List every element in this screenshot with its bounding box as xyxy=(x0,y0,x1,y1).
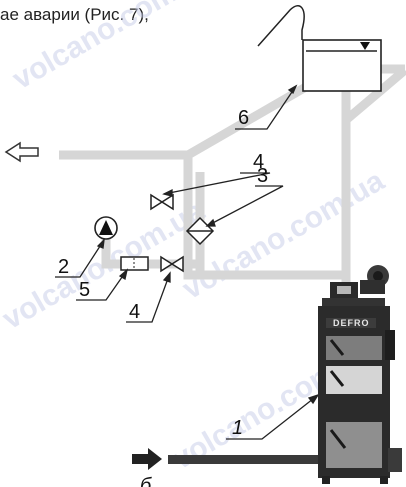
tank-vent-pipe xyxy=(257,5,305,47)
leader-line-2 xyxy=(55,239,105,278)
watermark-text: volcano.com.ua xyxy=(7,0,220,96)
leader-line-1 xyxy=(226,394,319,440)
expansion-tank xyxy=(257,5,382,92)
valve-icon xyxy=(150,193,164,211)
boiler-unit: DEFRO xyxy=(318,265,402,484)
leader-line-4-bottom xyxy=(126,272,171,323)
label-5: 5 xyxy=(79,279,90,301)
leader-line-5 xyxy=(76,269,128,301)
control-display xyxy=(337,286,351,294)
leader-lines xyxy=(55,84,320,440)
shutoff-valve-top xyxy=(150,193,174,211)
boiler-door-top xyxy=(326,336,382,360)
supply-pipe xyxy=(59,150,346,280)
shutoff-valve-bottom xyxy=(160,255,184,273)
leader-arrow-3 xyxy=(205,218,216,227)
tank-level-marker-icon xyxy=(360,42,370,50)
check-valve xyxy=(120,256,149,271)
label-4-top: 4 xyxy=(253,151,264,173)
leader-arrow-6 xyxy=(287,84,298,95)
leader-line-6 xyxy=(235,85,297,130)
tank-body xyxy=(302,39,382,92)
valve-icon xyxy=(160,255,174,273)
label-4-bottom: 4 xyxy=(129,301,140,323)
leader-line-3 xyxy=(206,185,284,227)
return-flow-arrow-icon xyxy=(132,448,162,470)
leader-arrow-2 xyxy=(96,238,105,249)
leader-arrow-5 xyxy=(118,268,129,281)
label-6: 6 xyxy=(238,107,249,129)
circulation-pump xyxy=(94,216,118,240)
caption-text: ае аварии (Рис. 7), xyxy=(0,5,149,24)
leader-arrow-4-bottom xyxy=(162,271,171,283)
label-3: 3 xyxy=(257,165,268,187)
boiler-brand-text: DEFRO xyxy=(333,318,370,328)
tank-link-pipe xyxy=(343,66,406,124)
leader-line-4-top xyxy=(163,172,271,195)
expansion-pipe xyxy=(185,80,314,159)
return-pipe xyxy=(168,455,323,464)
leader-arrow-1 xyxy=(307,393,320,405)
label-1: 1 xyxy=(232,417,243,439)
flow-arrow-icon xyxy=(4,141,39,163)
label-partial: б xyxy=(140,475,152,487)
boiler-door-middle xyxy=(326,366,382,394)
boiler-door-bottom xyxy=(326,422,382,468)
label-2: 2 xyxy=(58,256,69,278)
filter-element xyxy=(185,216,215,246)
leader-arrow-4-top xyxy=(162,188,173,197)
